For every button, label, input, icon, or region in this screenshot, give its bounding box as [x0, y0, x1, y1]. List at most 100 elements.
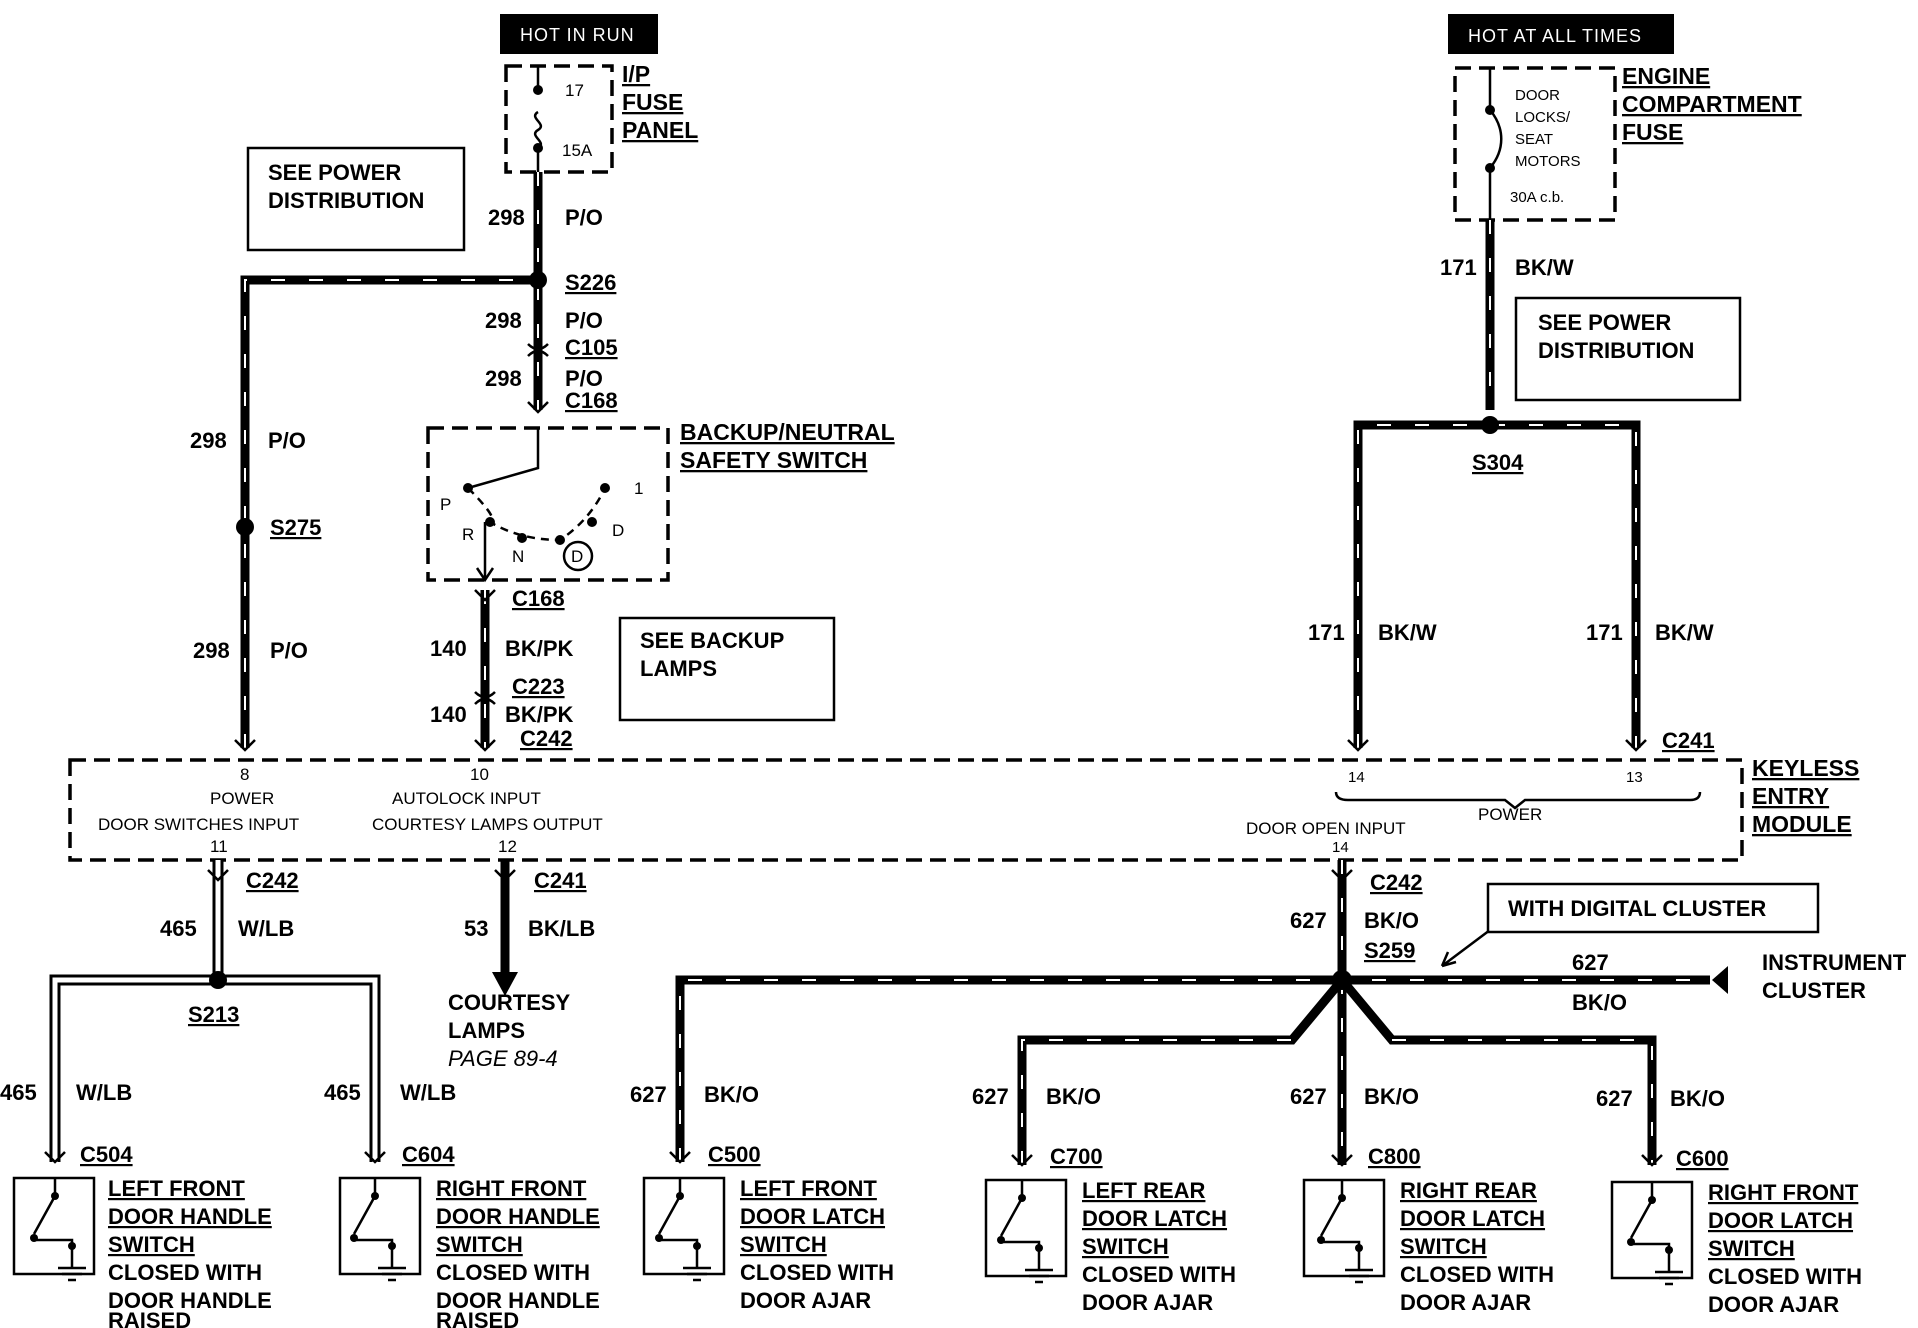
courtesy-lamps-1: COURTESY — [448, 990, 571, 1015]
labels-lower: C242 465 W/LB S213 465 W/LB 465 W/LB C24… — [0, 868, 1907, 1171]
gear-d-circled: D — [571, 547, 583, 566]
wire-298-left2-num: 298 — [193, 638, 230, 663]
splices-upper — [234, 271, 1647, 752]
see-backup-box: SEE BACKUP LAMPS — [618, 616, 836, 722]
switch-4-title-2: DOOR LATCH — [1082, 1206, 1227, 1231]
wire-465-left-color: W/LB — [76, 1080, 132, 1105]
gear-d: D — [612, 521, 624, 540]
switch-4-title-1: LEFT REAR — [1082, 1178, 1206, 1203]
door-switch-2: RIGHT FRONT DOOR HANDLE SWITCH CLOSED WI… — [338, 1176, 600, 1328]
wire-627-1-num: 627 — [630, 1082, 667, 1107]
wire-53-color: BK/LB — [528, 916, 595, 941]
switch-2-title-2: DOOR HANDLE — [436, 1204, 600, 1229]
ip-fuse-panel: HOT IN RUN 17 15A I/P FUSE PANEL — [500, 14, 698, 174]
switch-6-title-2: DOOR LATCH — [1708, 1208, 1853, 1233]
engine-fuse-title-2: COMPARTMENT — [1622, 91, 1802, 117]
switch-3-title-1: LEFT FRONT — [740, 1176, 877, 1201]
switch-3-desc-1: CLOSED WITH — [740, 1260, 894, 1285]
wire-171-top-num: 171 — [1440, 255, 1477, 280]
digital-cluster-box: WITH DIGITAL CLUSTER — [1486, 882, 1820, 934]
module-pin-12: 12 — [498, 837, 517, 856]
wire-298-left1-color: P/O — [268, 428, 306, 453]
hot-in-run-header: HOT IN RUN — [520, 25, 635, 45]
splice-s213-dot — [209, 971, 227, 989]
splice-s304: S304 — [1472, 450, 1524, 475]
switch-1-title-2: DOOR HANDLE — [108, 1204, 272, 1229]
module-power-label: POWER — [1478, 805, 1542, 824]
splice-s259-dot — [1332, 970, 1352, 990]
wire-627-4-color: BK/O — [1670, 1086, 1725, 1111]
switch-4-desc-1: CLOSED WITH — [1082, 1262, 1236, 1287]
gear-p: P — [440, 495, 451, 514]
splice-s275-dot — [236, 518, 254, 536]
wire-298-a-num: 298 — [488, 205, 525, 230]
wire-627-1-color: BK/O — [704, 1082, 759, 1107]
switch-1-title-3: SWITCH — [108, 1232, 195, 1257]
gear-r: R — [462, 525, 474, 544]
connector-c242-top: C242 — [520, 726, 573, 751]
engine-compartment-fuse: HOT AT ALL TIMES DOOR LOCKS/ SEAT MOTORS… — [1448, 14, 1802, 222]
switch-1-desc-1: CLOSED WITH — [108, 1260, 262, 1285]
backup-neutral-safety-switch: P R N D D 1 BACKUP/NEUTRAL SAFETY SWITCH — [426, 419, 895, 583]
switch-1-desc-3: RAISED — [108, 1308, 191, 1328]
wire-298-left2-color: P/O — [270, 638, 308, 663]
switch-6-desc-1: CLOSED WITH — [1708, 1264, 1862, 1289]
wire-140-a-num: 140 — [430, 636, 467, 661]
gear-1: 1 — [634, 479, 643, 498]
module-door-switches-label: DOOR SWITCHES INPUT — [98, 815, 299, 834]
gear-n: N — [512, 547, 524, 566]
connector-c600: C600 — [1676, 1146, 1729, 1171]
fuse-rating: 15A — [562, 141, 593, 160]
see-power-left-2: DISTRIBUTION — [268, 188, 424, 213]
wire-171-top-color: BK/W — [1515, 255, 1574, 280]
connector-c500: C500 — [708, 1142, 761, 1167]
connector-c168-bot-mark — [474, 589, 496, 602]
labels-upper: 298 P/O S226 298 P/O C105 298 P/O C168 2… — [190, 205, 1715, 753]
switch-3-desc-2: DOOR AJAR — [740, 1288, 871, 1313]
wire-298-b-color: P/O — [565, 308, 603, 333]
engine-fuse-title-3: FUSE — [1622, 119, 1683, 145]
splice-s304-dot — [1481, 416, 1499, 434]
connector-c223-mark — [474, 691, 496, 705]
engine-fuse-inner-1: DOOR — [1515, 87, 1560, 104]
instrument-cluster-1: INSTRUMENT — [1762, 950, 1907, 975]
engine-fuse-inner-3: SEAT — [1515, 131, 1553, 148]
connector-c241-mid: C241 — [534, 868, 587, 893]
switch-4-title-3: SWITCH — [1082, 1234, 1169, 1259]
switch-3-title-3: SWITCH — [740, 1232, 827, 1257]
wire-140-b-num: 140 — [430, 702, 467, 727]
connector-c105: C105 — [565, 335, 618, 360]
keyless-entry-module: 8 POWER DOOR SWITCHES INPUT 11 10 AUTOLO… — [68, 755, 1859, 862]
engine-fuse-inner-4: MOTORS — [1515, 153, 1581, 170]
backup-switch-title-2: SAFETY SWITCH — [680, 447, 867, 473]
ip-fuse-title-1: I/P — [622, 61, 650, 87]
wire-465-network — [44, 860, 386, 1164]
courtesy-lamps-2: LAMPS — [448, 1018, 525, 1043]
connector-c168-top-mark — [527, 401, 549, 414]
see-backup-1: SEE BACKUP — [640, 628, 784, 653]
door-switch-6: RIGHT FRONT DOOR LATCH SWITCH CLOSED WIT… — [1610, 1180, 1862, 1317]
switch-2-title-3: SWITCH — [436, 1232, 523, 1257]
wire-140-b-color: BK/PK — [505, 702, 574, 727]
switch-5-desc-2: DOOR AJAR — [1400, 1290, 1531, 1315]
ip-fuse-title-3: PANEL — [622, 117, 698, 143]
connector-c223: C223 — [512, 674, 565, 699]
wire-171-left-num: 171 — [1308, 620, 1345, 645]
wire-627-top-color: BK/O — [1364, 908, 1419, 933]
wire-465-top-color: W/LB — [238, 916, 294, 941]
hot-at-all-times-header: HOT AT ALL TIMES — [1468, 26, 1642, 46]
module-power-input-label: POWER — [210, 789, 274, 808]
connector-c168-top: C168 — [565, 388, 618, 413]
splice-s213: S213 — [188, 1002, 239, 1027]
splice-s259: S259 — [1364, 938, 1415, 963]
switch-2-desc-1: CLOSED WITH — [436, 1260, 590, 1285]
see-power-right-1: SEE POWER — [1538, 310, 1671, 335]
switch-5-title-2: DOOR LATCH — [1400, 1206, 1545, 1231]
connector-c168-bottom: C168 — [512, 586, 565, 611]
connector-c604: C604 — [402, 1142, 455, 1167]
wire-298-c-num: 298 — [485, 366, 522, 391]
connector-c800: C800 — [1368, 1144, 1421, 1169]
wire-171-right-num: 171 — [1586, 620, 1623, 645]
engine-fuse-title-1: ENGINE — [1622, 63, 1710, 89]
module-door-open-label: DOOR OPEN INPUT — [1246, 819, 1406, 838]
